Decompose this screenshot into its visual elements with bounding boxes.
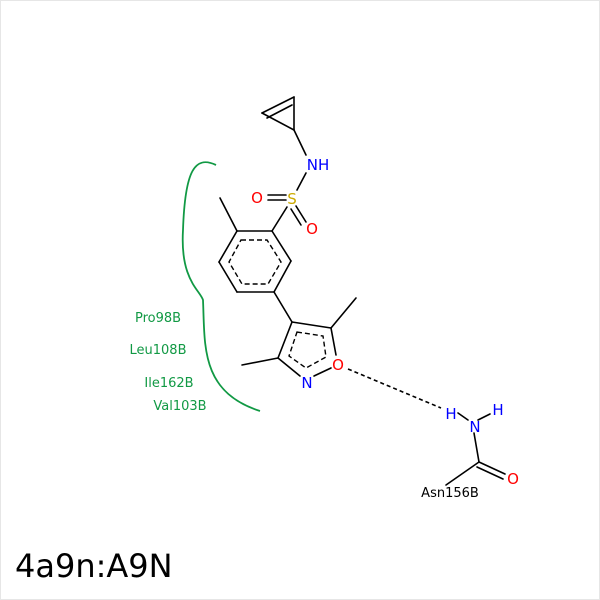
bond [277, 357, 301, 377]
atom-label-amide-o: O [507, 470, 519, 488]
residue-label: Leu108B [130, 343, 187, 358]
bond-lines [218, 96, 506, 486]
bond [476, 466, 504, 480]
bond [271, 230, 292, 262]
bond [261, 112, 295, 131]
bond [445, 461, 480, 486]
bond [273, 291, 293, 323]
bond [261, 96, 295, 114]
bond [291, 321, 332, 329]
bond [290, 208, 302, 226]
bond [219, 197, 238, 232]
bond [330, 327, 337, 356]
atom-label-ring-o: O [332, 356, 344, 374]
atom-label-h-right: H [492, 401, 503, 419]
bond [277, 321, 293, 359]
residue-label: Ile162B [144, 376, 193, 391]
bond [218, 261, 238, 293]
atom-label-h-left: H [445, 405, 456, 423]
bond [457, 412, 469, 421]
isoxazole-aromatic [288, 331, 327, 369]
atom-label-nh: NH [307, 156, 330, 174]
bond [293, 129, 307, 156]
bond [273, 260, 292, 293]
bond [271, 206, 288, 232]
bond [296, 172, 307, 191]
atom-label-s: S [287, 190, 297, 208]
pdb-ligand-code: 4a9n:A9N [15, 547, 173, 585]
residue-label: Val103B [153, 399, 206, 414]
hydrogen-bond [347, 368, 442, 409]
bond [477, 413, 491, 421]
residue-label: Pro98B [135, 311, 181, 326]
atom-label-o-left: O [251, 189, 263, 207]
bond [266, 104, 293, 119]
bond [330, 297, 357, 329]
bond [241, 357, 279, 366]
bond [218, 230, 238, 263]
atom-label-amide-n: N [469, 418, 480, 436]
bond [295, 205, 307, 223]
hydrophobic-contact-arc [181, 161, 261, 412]
bond [478, 461, 506, 475]
bond [313, 367, 332, 377]
aromatic-rings [228, 239, 327, 369]
atom-label-ring-n: N [301, 374, 312, 392]
residue-label-asn: Asn156B [421, 486, 479, 501]
atom-label-o-bottom: O [306, 220, 318, 238]
benzene-aromatic [228, 239, 282, 285]
bond [473, 432, 480, 463]
